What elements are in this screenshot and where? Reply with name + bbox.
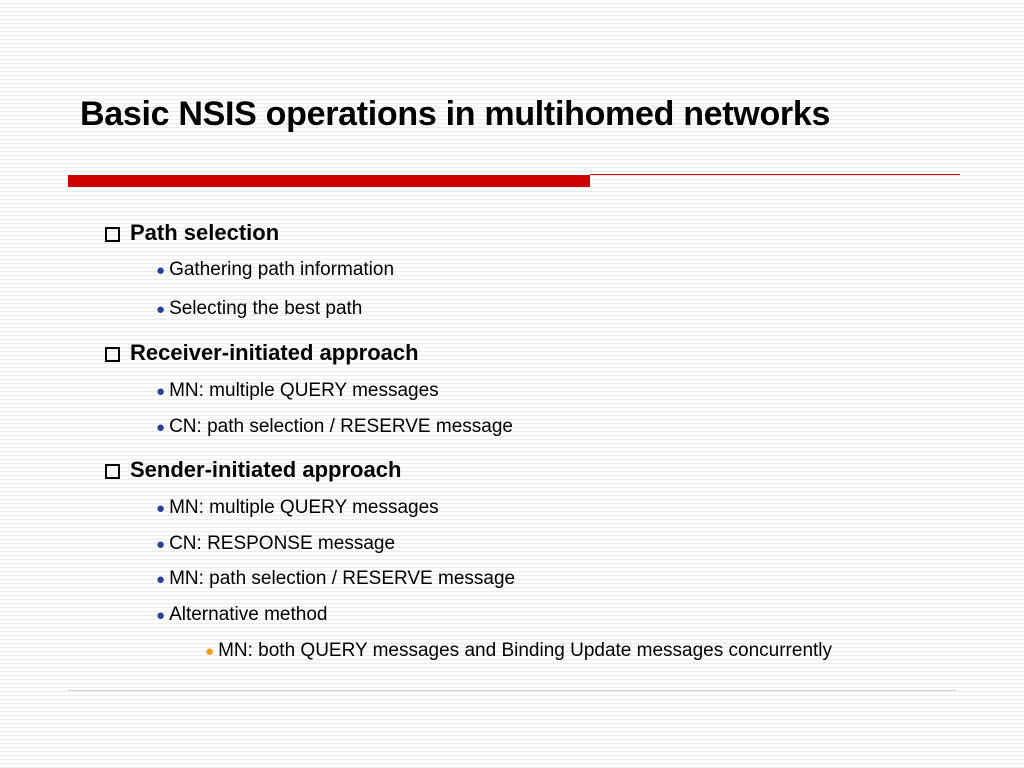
bullet-item: ● MN: multiple QUERY messages (156, 378, 439, 404)
section-heading-label: Path selection (130, 220, 280, 245)
sub-bullet-item: ● MN: both QUERY messages and Binding Up… (205, 638, 832, 664)
bullet-item: ● Selecting the best path (156, 296, 362, 322)
section-heading-sender-initiated: Sender-initiated approach (105, 455, 401, 485)
section-heading-label: Sender-initiated approach (130, 457, 402, 482)
bullet-item: ● CN: path selection / RESERVE message (156, 414, 513, 440)
bullet-label: MN: path selection / RESERVE message (169, 568, 516, 589)
bullet-item: ● Alternative method (156, 602, 327, 628)
footer-divider (68, 690, 956, 691)
bullet-label: Alternative method (169, 604, 328, 625)
sub-bullet-label: MN: both QUERY messages and Binding Upda… (218, 640, 833, 661)
sub-bullet-dot-icon: ● (205, 642, 215, 660)
bullet-label: MN: multiple QUERY messages (169, 497, 439, 518)
bullet-item: ● CN: RESPONSE message (156, 531, 395, 557)
title-accent-line (590, 174, 960, 175)
checkbox-bullet-icon (105, 226, 120, 242)
section-heading-receiver-initiated: Receiver-initiated approach (105, 338, 419, 368)
checkbox-bullet-icon (105, 463, 120, 479)
bullet-item: ● MN: multiple QUERY messages (156, 495, 439, 521)
bullet-label: Selecting the best path (169, 298, 363, 319)
bullet-dot-icon: ● (156, 261, 166, 279)
slide-title: Basic NSIS operations in multihomed netw… (80, 95, 831, 133)
bullet-label: MN: multiple QUERY messages (169, 380, 439, 401)
bullet-dot-icon: ● (156, 499, 166, 517)
bullet-dot-icon: ● (156, 382, 166, 400)
bullet-dot-icon: ● (156, 570, 166, 588)
bullet-label: CN: RESPONSE message (169, 533, 396, 554)
bullet-item: ● Gathering path information (156, 257, 394, 283)
section-heading-path-selection: Path selection (105, 218, 279, 248)
bullet-item: ● MN: path selection / RESERVE message (156, 566, 515, 592)
bullet-label: CN: path selection / RESERVE message (169, 416, 513, 437)
bullet-dot-icon: ● (156, 418, 166, 436)
bullet-dot-icon: ● (156, 606, 166, 624)
section-heading-label: Receiver-initiated approach (130, 340, 419, 365)
title-accent-bar (68, 175, 590, 187)
bullet-label: Gathering path information (169, 259, 395, 280)
bullet-dot-icon: ● (156, 535, 166, 553)
checkbox-bullet-icon (105, 346, 120, 362)
bullet-dot-icon: ● (156, 300, 166, 318)
